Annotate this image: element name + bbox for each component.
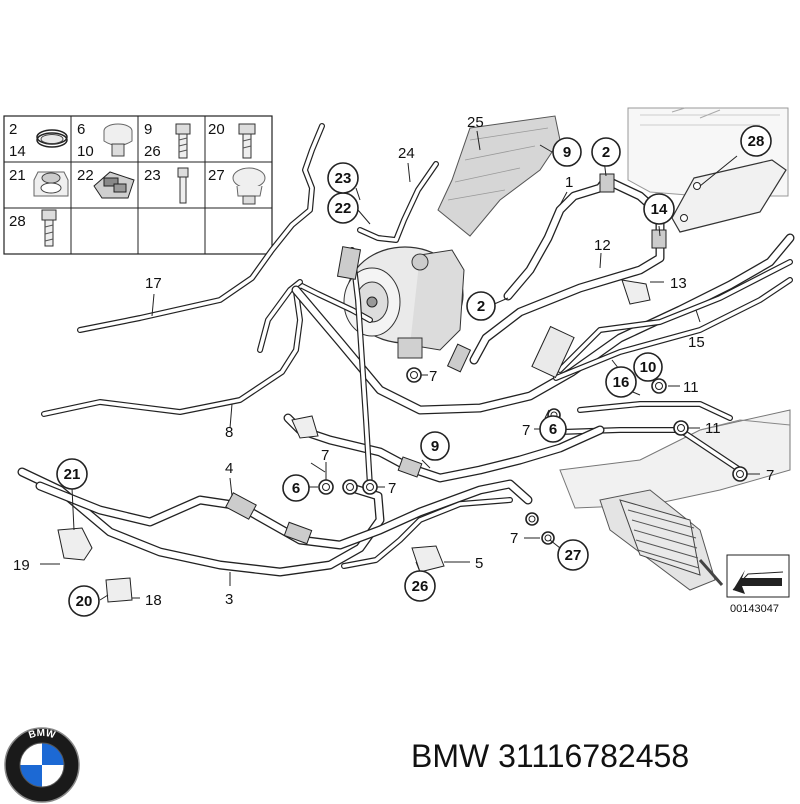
flange-bolt-icon bbox=[41, 209, 57, 247]
hose-lines bbox=[17, 123, 795, 577]
callout-7f: 7 bbox=[766, 467, 774, 484]
callout-14: 14 bbox=[651, 201, 668, 218]
screw-icon bbox=[238, 123, 256, 159]
table-label-23: 23 bbox=[144, 167, 161, 184]
sealing-plug-icon bbox=[103, 123, 133, 157]
callout-20: 20 bbox=[76, 593, 93, 610]
callout-22: 22 bbox=[335, 200, 352, 217]
callout-circle-9a bbox=[552, 137, 582, 167]
callout-18: 18 bbox=[145, 592, 162, 609]
callout-circle-2b bbox=[466, 291, 496, 321]
cap-nut-icon bbox=[232, 167, 266, 205]
rack-boot bbox=[619, 499, 701, 576]
callout-circle-20 bbox=[68, 585, 100, 617]
bracket-28 bbox=[671, 159, 787, 233]
callout-9b: 9 bbox=[431, 438, 439, 455]
logo-letters: BMW bbox=[27, 728, 56, 741]
leader-lines bbox=[40, 130, 760, 601]
svg-text:BMW: BMW bbox=[27, 728, 56, 741]
callout-5: 5 bbox=[475, 555, 483, 572]
callout-15: 15 bbox=[688, 334, 705, 351]
seal-rings bbox=[318, 367, 748, 545]
brackets bbox=[57, 279, 651, 603]
table-label-27: 27 bbox=[208, 167, 225, 184]
callout-circle-2a bbox=[591, 137, 621, 167]
callout-25: 25 bbox=[467, 114, 484, 131]
callout-26: 26 bbox=[412, 578, 429, 595]
callout-3: 3 bbox=[225, 591, 233, 608]
footer-part-label: BMW 31116782458 bbox=[411, 738, 689, 775]
table-label-21: 21 bbox=[9, 167, 26, 184]
callout-circle-28 bbox=[740, 125, 772, 157]
callout-6a: 6 bbox=[292, 480, 300, 497]
table-label-28: 28 bbox=[9, 213, 26, 230]
callout-11b: 11 bbox=[705, 420, 721, 437]
callout-2b: 2 bbox=[477, 298, 485, 315]
callout-circle-26 bbox=[404, 570, 436, 602]
callout-circle-23 bbox=[327, 162, 359, 194]
table-label-22: 22 bbox=[77, 167, 94, 184]
power-steering-pump bbox=[343, 246, 465, 359]
callout-13: 13 bbox=[670, 275, 687, 292]
callout-6b: 6 bbox=[549, 421, 557, 438]
callouts: 1 2 2 3 4 5 6 6 7 7 7 7 7 7 8 9 9 10 11 … bbox=[13, 114, 774, 617]
heat-shield-25 bbox=[437, 115, 561, 237]
callout-7d: 7 bbox=[388, 480, 396, 497]
callout-7e: 7 bbox=[510, 530, 518, 547]
stud-icon bbox=[177, 167, 189, 204]
hose-clip-icon bbox=[93, 171, 135, 199]
footer-brand: BMW bbox=[411, 738, 490, 774]
callout-circle-14 bbox=[643, 193, 675, 225]
diagram-code: 00143047 bbox=[730, 603, 779, 615]
callout-9a: 9 bbox=[563, 144, 571, 161]
callout-circle-10 bbox=[633, 352, 663, 382]
callout-19: 19 bbox=[13, 557, 30, 574]
callout-27: 27 bbox=[565, 547, 582, 564]
callout-1: 1 bbox=[565, 174, 573, 191]
table-label-10: 10 bbox=[77, 143, 94, 160]
steering-gear-rack bbox=[559, 409, 791, 591]
logo-blue-quarter-2 bbox=[20, 765, 42, 787]
table-label-26: 26 bbox=[144, 143, 161, 160]
callout-circle-6b bbox=[539, 415, 567, 443]
callout-7c: 7 bbox=[321, 447, 329, 464]
callout-4: 4 bbox=[225, 460, 233, 477]
bmw-logo: BMW bbox=[4, 727, 80, 803]
hex-nut-icon bbox=[33, 171, 69, 197]
table-label-20: 20 bbox=[208, 121, 225, 138]
callout-circle-27 bbox=[557, 539, 589, 571]
callout-16: 16 bbox=[613, 374, 630, 391]
callout-23: 23 bbox=[335, 170, 352, 187]
logo-blue-quarter-1 bbox=[42, 743, 64, 765]
callout-circle-9b bbox=[420, 431, 450, 461]
callout-10: 10 bbox=[640, 359, 657, 376]
callout-7a: 7 bbox=[429, 368, 437, 385]
callout-21: 21 bbox=[64, 466, 81, 483]
bolt-icon bbox=[175, 123, 191, 159]
table-label-2: 2 bbox=[9, 121, 17, 138]
parts-table: 2 14 6 10 9 26 20 bbox=[3, 115, 273, 255]
callout-circle-6a bbox=[282, 474, 310, 502]
table-label-6: 6 bbox=[77, 121, 85, 138]
orientation-arrow-box bbox=[726, 554, 790, 598]
table-label-9: 9 bbox=[144, 121, 152, 138]
footer-part-number: 31116782458 bbox=[498, 738, 690, 774]
callout-11a: 11 bbox=[683, 379, 699, 396]
callout-17: 17 bbox=[145, 275, 162, 292]
callout-12: 12 bbox=[594, 237, 611, 254]
callout-7b: 7 bbox=[522, 422, 530, 439]
callout-circle-21 bbox=[56, 458, 88, 490]
callout-2a: 2 bbox=[602, 144, 610, 161]
table-label-14: 14 bbox=[9, 143, 26, 160]
callout-8: 8 bbox=[225, 424, 233, 441]
callout-circle-16 bbox=[605, 366, 637, 398]
hose-clamp-icon bbox=[36, 129, 68, 148]
callout-24: 24 bbox=[398, 145, 415, 162]
callout-28: 28 bbox=[748, 133, 765, 150]
